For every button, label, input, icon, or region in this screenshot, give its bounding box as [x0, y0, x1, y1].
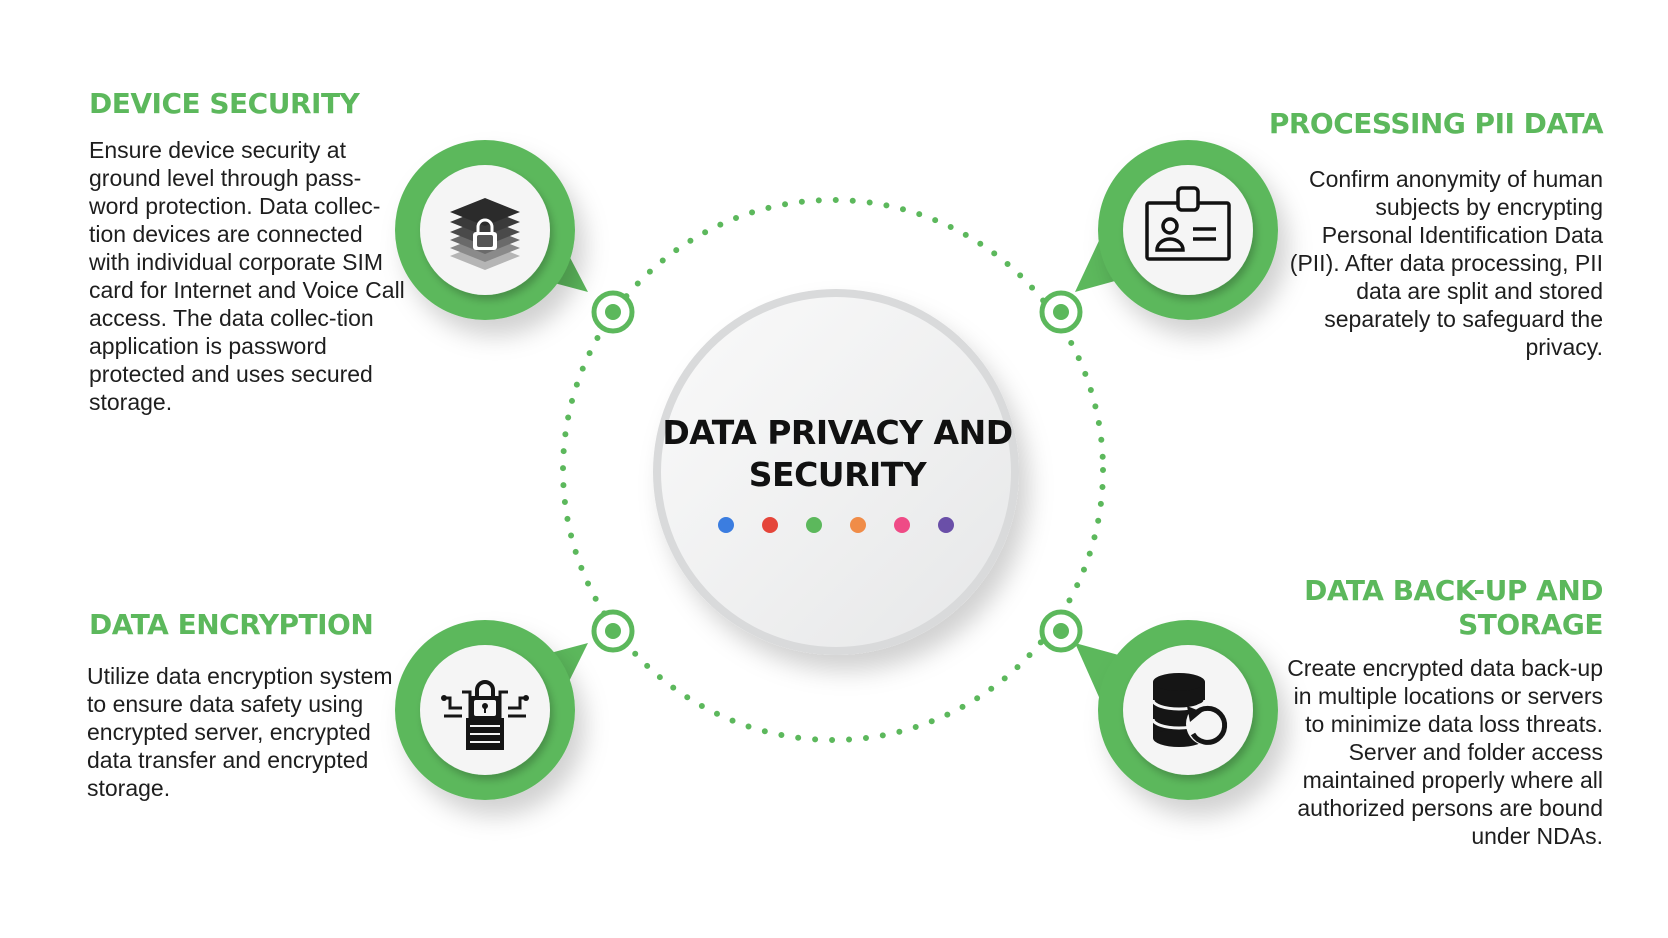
backup-storage-title: DATA BACK-UP AND STORAGE [1304, 574, 1603, 641]
center-dot [762, 517, 778, 533]
connector-node-top-right [1039, 290, 1083, 334]
device-security-text: Ensure device security at ground level t… [89, 137, 405, 415]
processing-pii-title: PROCESSING PII DATA [1268, 107, 1604, 140]
processing-pii-text: Confirm anonymity of human subjects by e… [1289, 166, 1603, 360]
layers-lock-icon [450, 198, 520, 270]
center-dot [850, 517, 866, 533]
center-dot [718, 517, 734, 533]
center-dot [806, 517, 822, 533]
connector-node-bottom-right [1039, 609, 1083, 653]
id-card-icon [1145, 186, 1231, 261]
device-security-title: DEVICE SECURITY [89, 87, 360, 120]
data-encryption-text: Utilize data encryption system to ensure… [87, 663, 393, 801]
encrypted-server-icon [441, 680, 529, 750]
connector-node-top-left [591, 290, 635, 334]
center-dot [894, 517, 910, 533]
connector-node-bottom-left [591, 609, 635, 653]
processing-pii-bubble [1075, 140, 1278, 320]
orbit-ring [560, 197, 1106, 743]
center-title: DATA PRIVACY AND SECURITY [662, 413, 1013, 494]
database-restore-icon [1151, 673, 1230, 747]
center-dot [938, 517, 954, 533]
center-color-dots [718, 517, 954, 533]
center-hub [653, 289, 1019, 655]
data-encryption-title: DATA ENCRYPTION [89, 608, 374, 641]
backup-storage-text: Create encrypted data back-up in multipl… [1287, 655, 1603, 849]
